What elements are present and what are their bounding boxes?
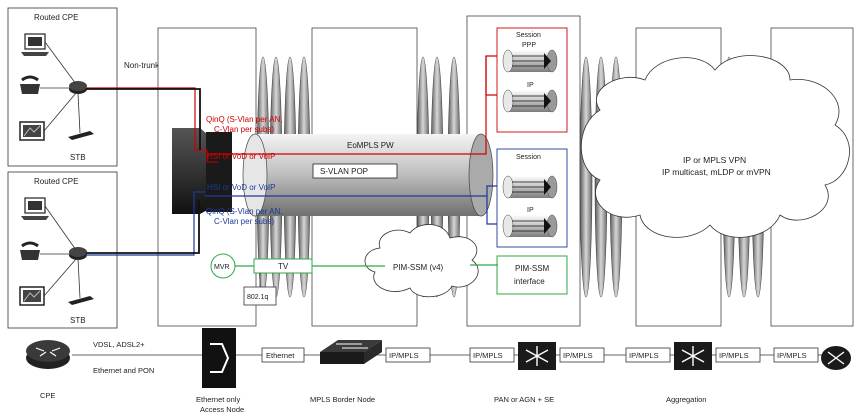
qinq-bottom-line2: C-Vlan per subs) xyxy=(214,217,274,226)
ipmpls-tag-6 xyxy=(773,347,819,363)
session-bottom-title: Session xyxy=(516,154,541,161)
cpe-top-title: Routed CPE xyxy=(34,13,78,22)
phone-icon-top xyxy=(20,75,40,94)
stb-icon-bottom xyxy=(68,296,94,305)
access-node-icon xyxy=(202,328,236,388)
vdsl-label: VDSL, ADSL2+ xyxy=(93,340,145,349)
mpls-border-switch-icon xyxy=(320,340,382,364)
eth-pon-label: Ethernet and PON xyxy=(93,366,154,375)
session-top-ip: IP xyxy=(527,82,534,89)
ipmpls-tag-4 xyxy=(625,347,671,363)
session-top-title: Session xyxy=(516,32,541,39)
cpe-router-icon xyxy=(26,340,70,369)
router-icon-bottom xyxy=(69,247,87,260)
pc-icon-top xyxy=(21,33,49,56)
ipmpls-label-1: IP/MPLS xyxy=(389,351,419,360)
ipmpls-tag-3 xyxy=(559,347,605,363)
ipmpls-label-2: IP/MPLS xyxy=(473,351,503,360)
pim-cloud-label: PIM-SSM (v4) xyxy=(393,263,444,272)
eompls-label: EoMPLS PW xyxy=(347,141,394,150)
aggregation-router-icon-1 xyxy=(674,342,712,370)
aggregation-label: Aggregation xyxy=(666,395,706,404)
black-link-bottom xyxy=(86,200,200,254)
ip-tube-bottom-2 xyxy=(502,214,558,238)
mvr-circle xyxy=(210,253,236,279)
vpn-cloud-line2: IP multicast, mLDP or mVPN xyxy=(662,167,771,177)
black-link-top xyxy=(86,88,201,150)
router-icon-top xyxy=(69,81,87,94)
mpls-border-label: MPLS Border Node xyxy=(310,395,375,404)
cpe-bottom-label: CPE xyxy=(40,391,55,400)
ipmpls-label-5: IP/MPLS xyxy=(719,351,749,360)
cpe-bottom-title: Routed CPE xyxy=(34,177,78,186)
vpn-cloud xyxy=(581,55,850,238)
svlan-pop-box xyxy=(312,163,398,179)
mvr-label: MVR xyxy=(214,264,230,271)
tv-icon-bottom xyxy=(19,286,45,306)
access-node-device-icon xyxy=(172,128,232,214)
ipmpls-tag-1 xyxy=(385,347,431,363)
ip-tube-bottom-1 xyxy=(502,175,558,199)
service-top-label: HSI or VoD or VoIP xyxy=(207,152,275,161)
service-bottom-label: HSI or VoD or VoIP xyxy=(207,183,275,192)
qinq-top-line1: QinQ (S-Vlan per AN, xyxy=(206,115,282,124)
ip-tube-top xyxy=(502,89,558,113)
dot1q-label: 802.1q xyxy=(247,294,269,301)
vpn-cloud-line1: IP or MPLS VPN xyxy=(683,155,746,165)
stb-top-label: STB xyxy=(70,153,86,162)
session-top-ppp: PPP xyxy=(522,42,536,49)
pc-icon-bottom xyxy=(21,197,49,220)
qinq-bottom-line1: QinQ (S-Vlan per AN, xyxy=(206,207,282,216)
ethernet-tag xyxy=(261,347,305,363)
pim-ssm-interface-box xyxy=(496,255,568,295)
pim-ssm-cloud xyxy=(364,224,479,298)
session-bottom-ip: IP xyxy=(527,207,534,214)
ipmpls-label-6: IP/MPLS xyxy=(777,351,807,360)
red-service-path xyxy=(86,55,498,163)
uni-label: Non-trunk UNI xyxy=(124,61,175,70)
tv-label: TV xyxy=(278,262,289,271)
qinq-top-line2: C-Vlan per subs) xyxy=(214,125,274,134)
ipmpls-tag-5 xyxy=(715,347,761,363)
session-box-top xyxy=(496,27,568,133)
ethernet-label: Ethernet xyxy=(266,351,295,360)
aggregation-router-icon-2 xyxy=(821,346,851,370)
phone-icon-bottom xyxy=(20,241,40,260)
ipmpls-label-4: IP/MPLS xyxy=(629,351,659,360)
blue-service-path xyxy=(86,185,498,256)
tv-icon-top xyxy=(19,121,45,141)
ppp-tube xyxy=(502,49,558,73)
pan-router-icon xyxy=(518,342,556,370)
pan-label: PAN or AGN + SE xyxy=(494,395,554,404)
access-node-line1: Ethernet only xyxy=(196,395,240,404)
stb-bottom-label: STB xyxy=(70,316,86,325)
stb-icon-top xyxy=(68,131,94,140)
ipmpls-tag-2 xyxy=(469,347,515,363)
tv-box xyxy=(253,258,313,274)
ipmpls-label-3: IP/MPLS xyxy=(563,351,593,360)
pim-interface-line2: interface xyxy=(514,277,545,286)
access-node-line2: Access Node xyxy=(200,405,244,414)
pim-interface-line1: PIM-SSM xyxy=(515,264,550,273)
svlan-pop-label: S-VLAN POP xyxy=(320,167,368,176)
